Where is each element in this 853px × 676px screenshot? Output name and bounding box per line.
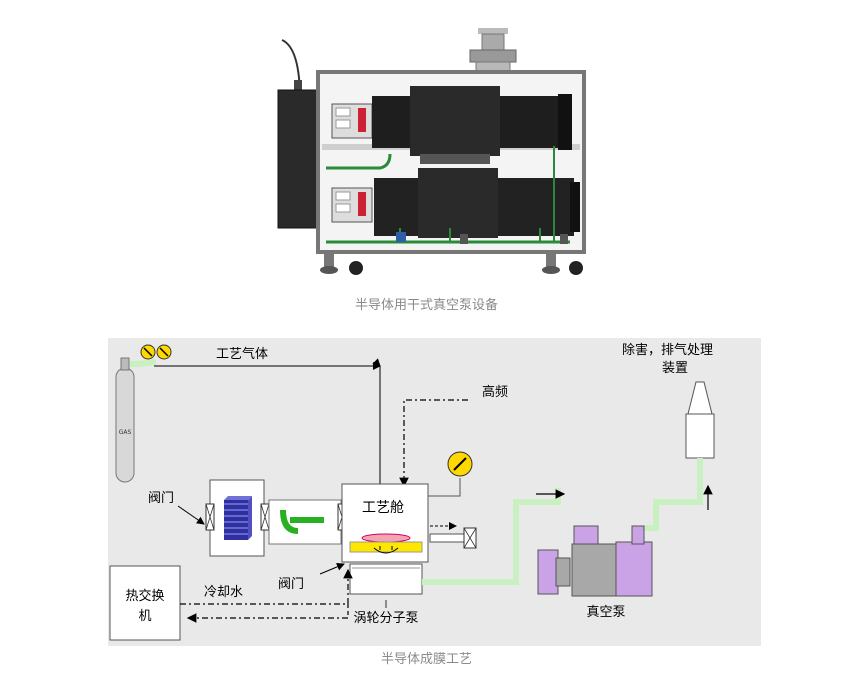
gas-tag-label: GAS <box>119 429 132 436</box>
turbo-pump-label: 涡轮分子泵 <box>353 611 418 626</box>
vacuum-pump-label: 真空泵 <box>586 605 625 620</box>
regulator-gauge-icon <box>137 344 172 367</box>
vacuum-pump-icon <box>537 525 653 597</box>
valve-icon <box>205 503 215 531</box>
gas-cylinder-icon <box>115 357 142 483</box>
valve-left-label: 阀门 <box>148 491 174 506</box>
heat-exchanger-label-line2: 机 <box>138 609 151 624</box>
high-frequency-label: 高频 <box>482 384 508 400</box>
valve-bottom-label: 阀门 <box>278 577 304 592</box>
pressure-gauge-icon <box>428 451 473 497</box>
heat-exchanger-label-line1: 热交换 <box>125 588 164 604</box>
heat-exchanger-box <box>109 565 181 641</box>
exhaust-treatment-label-line2: 装置 <box>662 361 688 376</box>
cooling-water-label: 冷却水 <box>204 585 243 600</box>
film-deposition-diagram: GAS 工艺气体 高频 除害，排气处理 装置 阀门 <box>108 338 761 646</box>
dry-vacuum-pump-illustration <box>277 28 586 275</box>
robot-arm-icon <box>280 510 324 534</box>
exhaust-scrubber-icon <box>685 381 715 459</box>
figure2-caption: 半导体成膜工艺 <box>380 652 472 667</box>
transfer-chamber <box>268 499 342 545</box>
valve-icon <box>260 503 270 531</box>
process-gas-label: 工艺气体 <box>216 346 268 362</box>
valve-icon <box>463 527 477 549</box>
process-chamber-label: 工艺舱 <box>362 500 404 516</box>
wafer-stage-icon <box>349 533 423 554</box>
figure1-caption: 半导体用干式真空泵设备 <box>354 298 498 313</box>
wafer-stack-icon <box>224 496 252 540</box>
exhaust-treatment-label-line1: 除害，排气处理 <box>622 342 713 358</box>
turbo-pump-body <box>349 563 423 595</box>
